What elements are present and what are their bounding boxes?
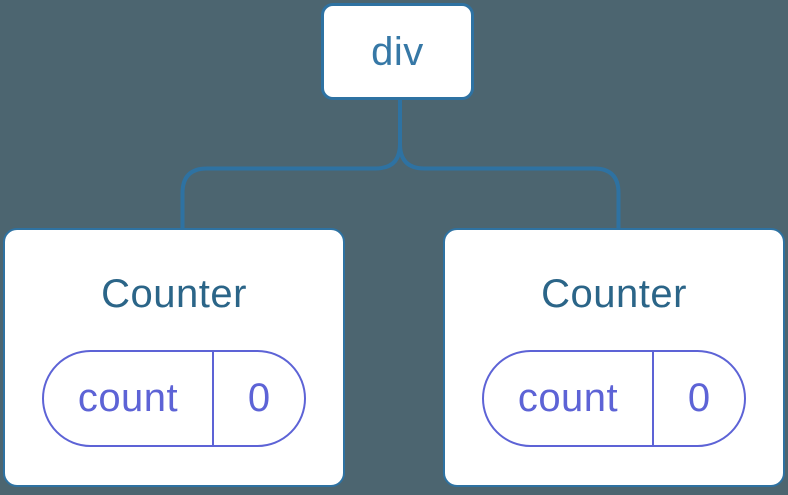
connector-left-branch xyxy=(180,100,402,228)
tree-node-div: div xyxy=(321,3,474,100)
state-key: count xyxy=(484,352,654,445)
state-value: 0 xyxy=(687,376,711,420)
root-node-label: div xyxy=(371,29,424,74)
component-name: Counter xyxy=(101,272,247,316)
state-pill: count 0 xyxy=(482,350,746,447)
tree-node-counter-left: Counter count 0 xyxy=(3,228,345,487)
state-value: 0 xyxy=(247,376,271,420)
state-key: count xyxy=(44,352,214,445)
state-pill: count 0 xyxy=(42,350,306,447)
tree-node-counter-right: Counter count 0 xyxy=(443,228,785,487)
connector-right-branch xyxy=(398,100,621,228)
component-name: Counter xyxy=(541,272,687,316)
